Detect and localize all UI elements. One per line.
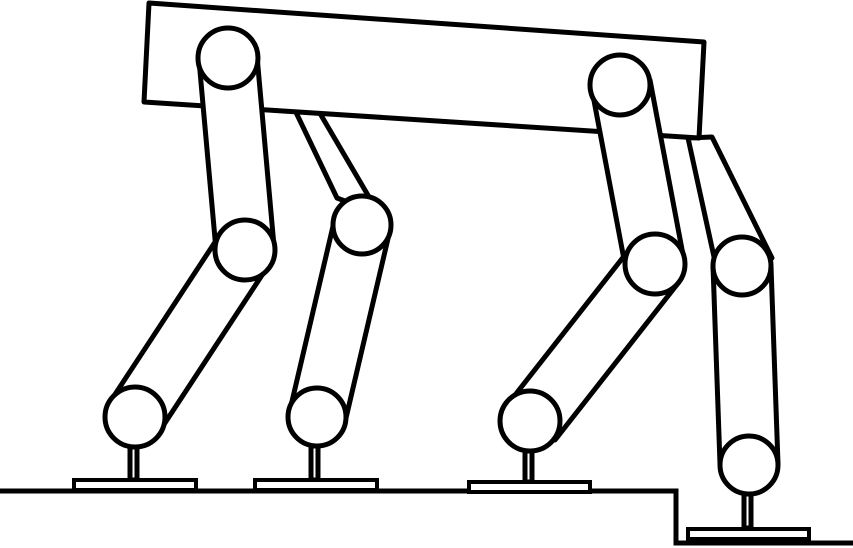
leg-back-right-foot	[686, 527, 811, 541]
robot-body	[141, 0, 707, 141]
leg-back-right-pin	[741, 491, 754, 531]
leg-front-right	[467, 52, 688, 494]
leg-back-right-knee-joint	[710, 234, 774, 298]
leg-front-left-knee-joint	[212, 217, 278, 283]
leg-front-right-hip-joint	[587, 52, 653, 118]
leg-back-right	[685, 134, 811, 541]
leg-back-left-ankle-joint	[285, 385, 349, 449]
leg-front-left	[72, 25, 278, 492]
leg-front-left-ankle-joint	[102, 384, 168, 450]
leg-back-left-knee-joint	[330, 193, 394, 257]
leg-front-right-pin	[522, 448, 535, 485]
leg-front-right-ankle-joint	[497, 388, 563, 454]
leg-back-left-foot	[253, 478, 379, 492]
leg-front-left-pin	[127, 444, 140, 483]
leg-front-left-hip-joint	[195, 25, 261, 91]
leg-front-right-foot	[467, 480, 592, 494]
leg-back-left-pin	[308, 443, 321, 483]
leg-front-right-knee-joint	[622, 231, 688, 297]
leg-back-right-ankle-joint	[717, 433, 781, 497]
leg-front-left-foot	[72, 478, 198, 492]
leg-back-left	[253, 101, 394, 492]
